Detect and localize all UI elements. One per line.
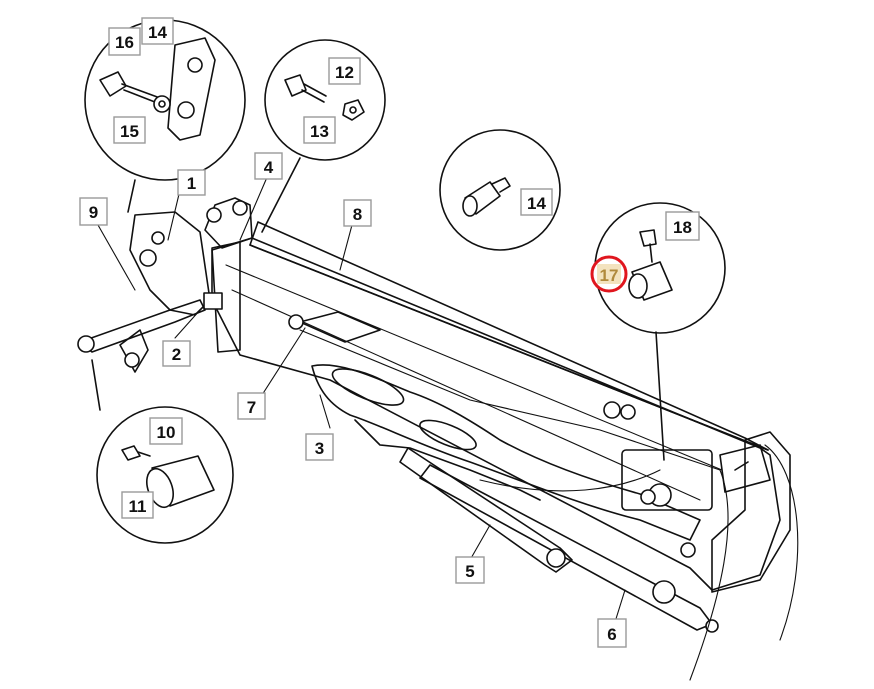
svg-text:16: 16 xyxy=(115,33,134,52)
callout-18: 18 xyxy=(665,211,700,241)
callout-11: 11 xyxy=(121,491,154,519)
callout-17-label: 17 xyxy=(600,266,619,285)
detail-bubble-10-11 xyxy=(91,359,234,544)
svg-text:4: 4 xyxy=(264,158,274,177)
callout-16: 16 xyxy=(108,27,141,56)
svg-text:1: 1 xyxy=(187,174,196,193)
callout-10: 10 xyxy=(149,417,183,445)
svg-text:5: 5 xyxy=(465,562,474,581)
callout-17-highlighted[interactable]: 17 xyxy=(590,255,628,293)
boom-assembly xyxy=(77,197,799,681)
svg-text:13: 13 xyxy=(310,122,329,141)
svg-text:2: 2 xyxy=(172,345,181,364)
callout-13: 13 xyxy=(303,116,336,144)
svg-text:10: 10 xyxy=(157,423,176,442)
callout-15: 15 xyxy=(113,116,146,144)
callout-7: 7 xyxy=(237,392,266,420)
callout-5: 5 xyxy=(455,556,485,584)
svg-text:11: 11 xyxy=(129,497,147,516)
svg-text:18: 18 xyxy=(673,218,692,237)
svg-text:15: 15 xyxy=(120,122,139,141)
callout-9: 9 xyxy=(79,197,108,226)
svg-text:6: 6 xyxy=(607,625,616,644)
leader-lines xyxy=(97,174,626,623)
detail-bubble-18-17 xyxy=(594,202,726,461)
svg-text:3: 3 xyxy=(315,439,324,458)
callout-8: 8 xyxy=(343,199,372,227)
callout-6: 6 xyxy=(597,618,627,648)
svg-text:12: 12 xyxy=(335,63,354,82)
svg-text:9: 9 xyxy=(89,203,98,222)
callout-3: 3 xyxy=(305,433,334,461)
callout-4: 4 xyxy=(254,152,283,180)
callout-14-bracket: 14 xyxy=(141,17,174,45)
svg-text:14: 14 xyxy=(148,23,167,42)
detail-bubble-14-cone xyxy=(439,129,561,251)
callout-2: 2 xyxy=(162,340,191,367)
svg-text:7: 7 xyxy=(247,398,256,417)
svg-text:14: 14 xyxy=(527,194,546,213)
svg-text:8: 8 xyxy=(353,205,362,224)
callout-1: 1 xyxy=(177,169,206,196)
callout-14-cone: 14 xyxy=(520,188,553,216)
callout-12: 12 xyxy=(328,57,361,85)
